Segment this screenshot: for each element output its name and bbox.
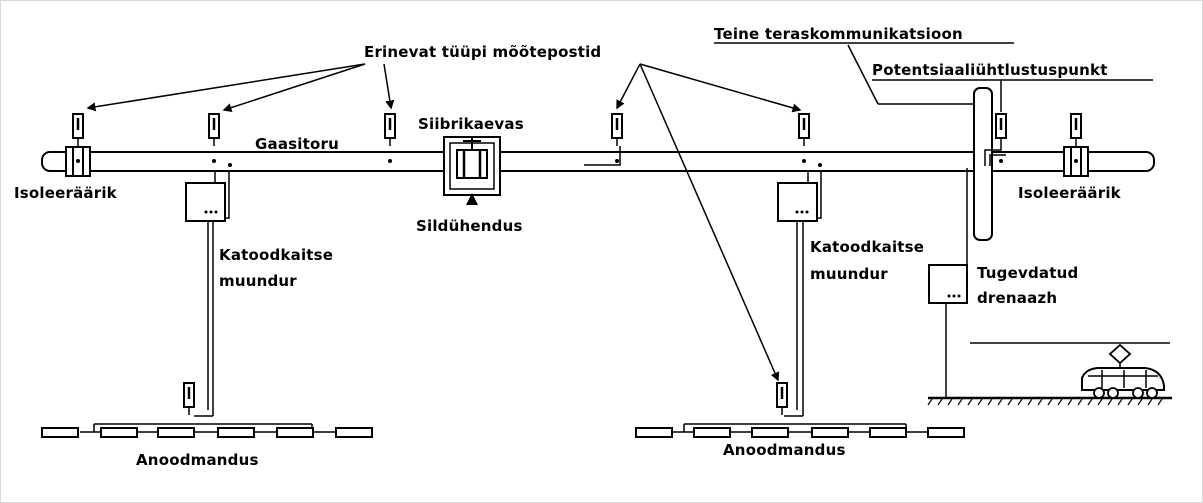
anode-bed-left bbox=[41, 423, 373, 438]
label-drainage-2: drenaazh bbox=[977, 289, 1057, 307]
insulating-joint-right bbox=[1063, 146, 1089, 177]
measurement-post-6 bbox=[994, 112, 1008, 148]
cp-converter-right bbox=[777, 170, 822, 417]
label-pipeline: Gaasitoru bbox=[255, 135, 339, 153]
measurement-post-1 bbox=[71, 112, 85, 148]
reinforced-drainage bbox=[928, 168, 968, 397]
measurement-post-5 bbox=[797, 112, 811, 148]
measurement-post-7 bbox=[1069, 112, 1083, 148]
tram bbox=[927, 342, 1172, 406]
posts-label-arrows bbox=[86, 63, 802, 382]
anode-post-left bbox=[182, 381, 196, 417]
right-label-leaders bbox=[714, 42, 1153, 112]
label-other-steel: Teine teraskommunikatsioon bbox=[714, 25, 963, 43]
label-cp-converter-right-2: muundur bbox=[810, 265, 888, 283]
label-cp-converter-left-1: Katoodkaitse bbox=[219, 246, 333, 264]
label-anode-left: Anoodmandus bbox=[136, 451, 259, 469]
label-cp-converter-left-2: muundur bbox=[219, 272, 297, 290]
label-potential-point: Potentsiaaliühtlustuspunkt bbox=[872, 61, 1108, 79]
anode-bed-right bbox=[635, 423, 965, 438]
other-steel-pipe bbox=[973, 87, 1006, 241]
pipe-connection-dots bbox=[76, 159, 1078, 167]
post-4-lead bbox=[584, 146, 621, 166]
valve-pit bbox=[443, 136, 501, 205]
label-measurement-posts: Erinevat tüüpi mõõtepostid bbox=[364, 43, 601, 61]
label-insulator-right: Isoleeräärik bbox=[1018, 184, 1122, 202]
anode-post-right bbox=[775, 381, 789, 417]
gas-pipeline bbox=[41, 151, 1155, 172]
label-insulator-left: Isoleeräärik bbox=[14, 184, 118, 202]
cp-converter-left bbox=[185, 170, 230, 417]
measurement-post-2 bbox=[207, 112, 221, 148]
measurement-post-4 bbox=[610, 112, 624, 148]
label-bridge: Sildühendus bbox=[416, 217, 523, 235]
label-anode-right: Anoodmandus bbox=[723, 441, 846, 459]
label-cp-converter-right-1: Katoodkaitse bbox=[810, 238, 924, 256]
label-drainage-1: Tugevdatud bbox=[977, 264, 1078, 282]
label-valve-pit: Siibrikaevas bbox=[418, 115, 524, 133]
measurement-post-3 bbox=[383, 112, 397, 148]
